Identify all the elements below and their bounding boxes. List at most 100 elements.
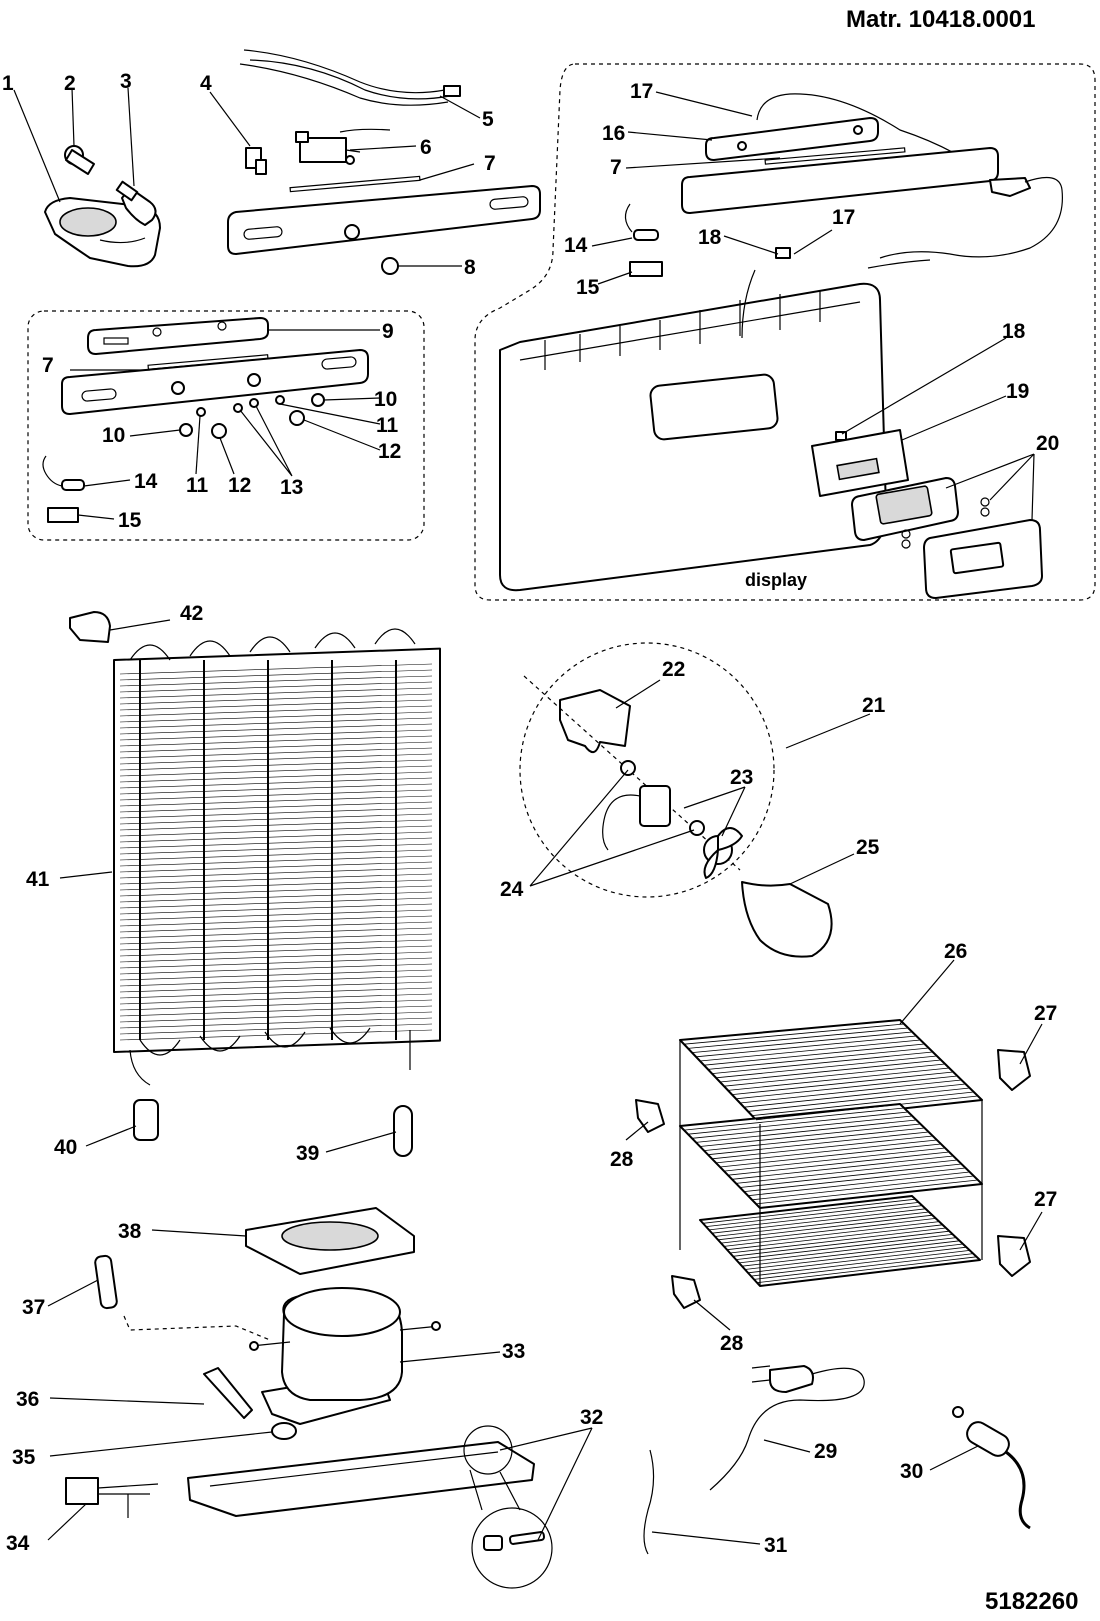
callout-16: 16 [602,122,625,145]
callout-17a: 17 [630,80,653,103]
callout-26: 26 [944,940,967,963]
callout-38: 38 [118,1220,142,1243]
plate-detail-circle [463,1425,513,1475]
callout-13: 13 [280,476,303,499]
cap-part-42 [69,611,111,643]
drawing-number: 5182260 [985,1588,1079,1615]
callout-35: 35 [12,1446,36,1469]
loop-wire [879,176,1063,259]
sensor-part-14a [42,455,85,491]
condenser-part [113,628,441,1086]
fan-motor-wire [602,794,641,851]
callout-11b: 11 [186,474,209,497]
door-wire [741,259,931,339]
wire-harness-part [239,49,451,106]
plate-zoom-circle [471,1507,553,1589]
callout-7c: 7 [610,156,622,179]
callout-10a: 10 [374,388,397,411]
callout-30: 30 [900,1460,923,1483]
knob-part-12a [211,423,227,439]
callout-15a: 15 [118,509,142,532]
callout-42: 42 [180,602,203,625]
callout-18b: 18 [1002,320,1026,343]
relay-part-34 [65,1477,159,1518]
callout-25: 25 [856,836,880,859]
zoom-connector-lines [469,1469,521,1511]
led-part-20b [980,507,990,517]
switch-part [245,147,267,175]
power-cord-part-29 [709,1365,865,1491]
callout-19: 19 [1006,380,1029,403]
callout-33: 33 [502,1340,525,1363]
callout-23: 23 [730,766,753,789]
knob-part-10b [179,423,193,437]
callout-27b: 27 [1034,1188,1057,1211]
callout-34: 34 [6,1532,30,1555]
callout-4: 4 [200,72,212,95]
leader-lines [13,87,1043,1545]
knob-part-12b [289,410,305,426]
led-part-20c [901,529,911,539]
pipe-route-line [123,1315,271,1341]
pin-detail [508,1531,546,1545]
callout-32: 32 [580,1406,603,1429]
display-cover-part [923,519,1043,599]
callout-37: 37 [22,1296,45,1319]
clip-part-36 [203,1367,253,1419]
screw-detail [483,1535,503,1551]
callout-2: 2 [64,72,76,95]
fan-blade-part [703,827,743,879]
callout-9: 9 [382,320,394,343]
door-hinge-part [989,177,1031,197]
callout-8: 8 [464,256,476,279]
fan-motor-part [639,785,671,827]
callout-31: 31 [764,1534,788,1557]
display-group-frame [474,63,1096,601]
thermostat-part [295,128,391,165]
drier-part-39 [393,1105,413,1157]
shelf-clip-part-28a [635,1099,665,1133]
callout-12a: 12 [378,440,401,463]
callout-7a: 7 [484,152,496,175]
callout-40: 40 [54,1136,77,1159]
pipe-part-37 [94,1254,118,1310]
compressor-part-33 [249,1287,441,1425]
fan-detail-circle [519,642,775,898]
harness-connector [443,85,461,97]
shelf-clip-part-28b [671,1275,701,1309]
fan-bracket-part [559,689,631,753]
callout-14a: 14 [134,470,158,493]
lens-part-11a [196,407,206,417]
grommet-part-24a [620,760,636,776]
knob-part-10a [311,393,325,407]
callout-10b: 10 [102,424,125,447]
display-caption: display [745,570,807,590]
compressor-tray-part-38 [245,1207,415,1275]
callout-28b: 28 [720,1332,744,1355]
led-part-20d [901,539,911,549]
led-part-20a [980,497,990,507]
grommet-part-24b [689,820,705,836]
control-panel-group-frame [27,310,425,541]
callout-5: 5 [482,108,494,131]
callout-27a: 27 [1034,1002,1057,1025]
callout-12b: 12 [228,474,251,497]
callout-39: 39 [296,1142,319,1165]
lens-part-11b [275,395,285,405]
lamp-bulb-part [64,145,95,175]
front-bar-upper [227,175,541,255]
callout-20: 20 [1036,432,1059,455]
sensor-holder-part-15b [629,261,663,277]
callout-11a: 11 [376,414,399,437]
front-bar-lower [61,349,369,415]
grommet-part-35 [271,1422,297,1440]
callout-15b: 15 [576,276,600,299]
knob-part-8 [381,257,399,275]
base-plate-part [187,1441,535,1517]
sensor-holder-part-15a [47,507,79,523]
callout-28a: 28 [610,1148,634,1171]
callout-7b: 7 [42,354,54,377]
callout-6: 6 [420,136,432,159]
sensor-wire-part-31 [643,1449,655,1555]
